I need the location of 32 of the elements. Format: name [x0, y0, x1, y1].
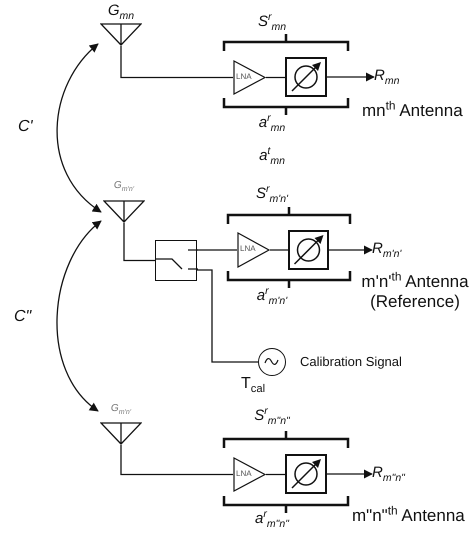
connector-line: [197, 249, 237, 251]
annotation-label: m'n'$^{th}$ Antenna (Reference): [360, 272, 470, 313]
antenna-label: G$_{m'n'}$: [112, 180, 136, 191]
phase-shifter-box: [285, 57, 327, 97]
amplifier-triangle: LNA: [233, 60, 266, 95]
source-label: Calibration Signal: [300, 355, 402, 370]
output-label: R$_{m"n"}$: [372, 465, 405, 482]
connector-line: [270, 249, 288, 251]
antenna-label: G$_{m'n'}$: [110, 403, 132, 414]
amplifier-triangle: LNA: [233, 457, 266, 492]
connector-line: [120, 445, 233, 476]
arrow: [327, 72, 375, 82]
phase-shifter-box: [288, 230, 329, 270]
arrow: [56, 43, 102, 213]
connector-line: [266, 474, 285, 476]
connector-line: [123, 223, 155, 262]
output-label: R$_{m'n'}$: [372, 241, 402, 258]
phase-shifter-box: [285, 454, 327, 494]
annotation-label: m"n"$^{th}$ Antenna: [352, 507, 465, 526]
amplifier-triangle: LNA: [237, 232, 270, 268]
arrow: [56, 220, 102, 412]
connector-line: [120, 46, 233, 78]
arrow: [327, 469, 373, 479]
annotation-label: mn$^{th}$ Antenna: [362, 102, 463, 121]
antenna-label: G$_{mn}$: [106, 3, 136, 20]
connector-line: [266, 76, 285, 78]
signal-source-circle: [258, 348, 286, 376]
connector-line: [197, 269, 258, 363]
source-label: T$_{cal}$: [241, 375, 266, 393]
output-label: R$_{mn}$: [374, 68, 400, 84]
arrow: [329, 245, 373, 255]
switch-box: [155, 240, 197, 281]
